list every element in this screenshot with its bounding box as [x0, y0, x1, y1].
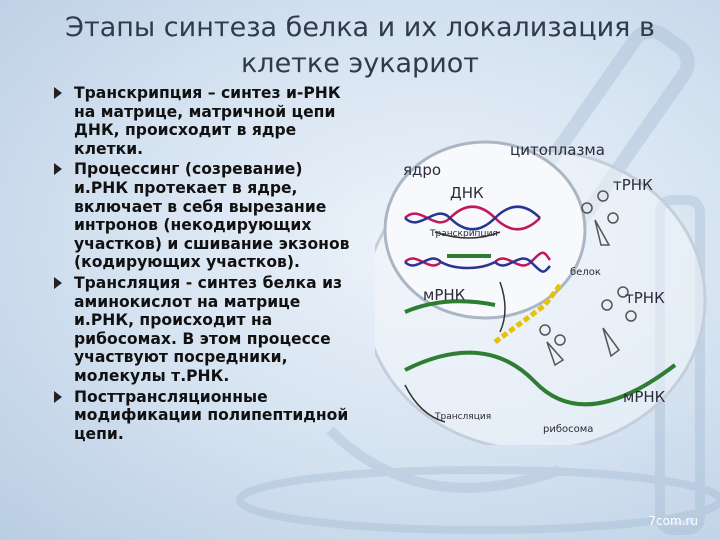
dna-double-helix	[404, 205, 552, 273]
bullet-item-processing: Процессинг (созревание) и.РНК протекает …	[52, 160, 352, 272]
label-trna-mid: тРНК	[625, 289, 665, 307]
nucleus-outline	[383, 140, 587, 320]
label-protein: белок	[570, 267, 601, 278]
nuclear-mrna	[404, 299, 496, 314]
slide-title: Этапы синтеза белка и их локализация в к…	[65, 12, 655, 79]
label-ribosome: рибосома	[543, 424, 593, 435]
bullet-item-transcription: Транскрипция – синтез и-РНК на матрице, …	[52, 84, 352, 158]
label-cytoplasm: цитоплазма	[510, 141, 605, 159]
arrow-bullet-icon	[54, 87, 62, 99]
polypeptide-chain	[493, 283, 562, 345]
label-trna-top: тРНК	[613, 176, 653, 194]
bullet-text: Процессинг (созревание) и.РНК протекает …	[74, 160, 350, 272]
arrow-bullet-icon	[54, 163, 62, 176]
watermark: 7com.ru	[648, 514, 698, 528]
label-dna: ДНК	[450, 184, 484, 202]
arrow-bullet-icon	[54, 276, 62, 289]
label-translation: Трансляция	[434, 412, 491, 422]
trna-mid-icon	[601, 286, 637, 358]
export-arrow	[499, 281, 506, 333]
cytoplasm-mrna	[404, 350, 677, 407]
trna-ribosome-icon	[539, 324, 566, 367]
bullet-item-posttranslational: Посттрансляционные модификации полипепти…	[52, 388, 352, 444]
label-mrna-nucleus: мРНК	[423, 286, 466, 304]
bullet-item-translation: Трансляция - синтез белка из аминокислот…	[52, 274, 352, 386]
label-transcription: Транскрипция	[429, 229, 498, 239]
trna-top-icon	[581, 190, 619, 246]
arrow-bullet-icon	[54, 390, 62, 403]
protein-synthesis-diagram: цитоплазма ядро ДНК Транскрипция мРНК тР…	[375, 140, 707, 445]
label-nucleus: ядро	[403, 161, 441, 179]
bullet-text: Посттрансляционные модификации полипепти…	[74, 387, 349, 443]
translation-arrow	[404, 384, 446, 423]
bullet-list: Транскрипция – синтез и-РНК на матрице, …	[52, 84, 352, 445]
bullet-text: Трансляция - синтез белка из аминокислот…	[74, 273, 343, 385]
label-mrna-cytoplasm: мРНК	[623, 388, 666, 406]
bullet-text: Транскрипция – синтез и-РНК на матрице, …	[74, 84, 341, 158]
transcription-arrow	[434, 231, 501, 239]
